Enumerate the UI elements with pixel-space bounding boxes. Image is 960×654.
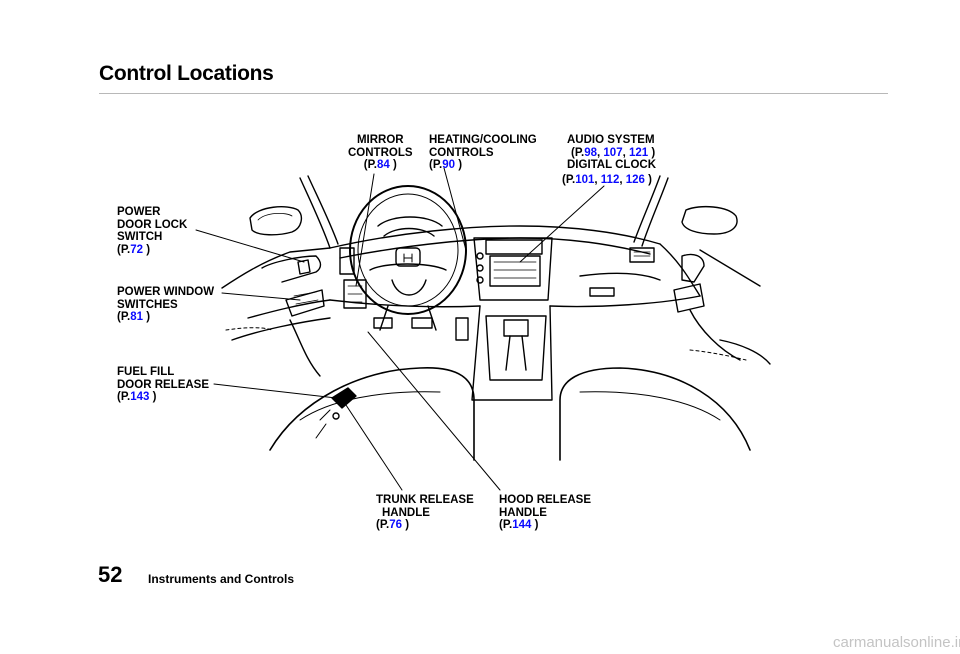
- label-trunk-release-handle: TRUNK RELEASE HANDLE (P.76 ): [376, 494, 474, 532]
- audio-line-1: AUDIO SYSTEM: [567, 134, 655, 146]
- heating-page-ref: (P.90 ): [429, 159, 463, 171]
- window-line-2: SWITCHES: [117, 298, 178, 311]
- fuel-line-1: FUEL FILL: [117, 366, 175, 378]
- page-link-144[interactable]: 144: [512, 519, 532, 531]
- page-link-143[interactable]: 143: [130, 391, 150, 403]
- heating-line-2: CONTROLS: [429, 146, 494, 159]
- watermark: carmanualsonline.info: [833, 634, 960, 651]
- heating-line-1: HEATING/COOLING: [429, 134, 537, 146]
- page-link-121[interactable]: 121: [628, 146, 649, 159]
- page-link-126[interactable]: 126: [625, 174, 645, 186]
- fuel-line-2: DOOR RELEASE: [117, 378, 210, 391]
- audio-page-ref: (P.98, 107, 121 ): [571, 146, 656, 159]
- label-power-window-switches: POWER WINDOW SWITCHES (P.81 ): [117, 286, 214, 324]
- door-lock-line-1: POWER: [117, 206, 161, 218]
- page-link-101[interactable]: 101: [575, 174, 595, 186]
- door-lock-line-2: DOOR LOCK: [117, 218, 188, 231]
- hood-line-1: HOOD RELEASE: [499, 494, 592, 506]
- window-line-1: POWER WINDOW: [117, 286, 215, 298]
- door-lock-line-3: SWITCH: [117, 231, 163, 243]
- page-link-76[interactable]: 76: [389, 519, 403, 531]
- label-heating-cooling-controls: HEATING/COOLING CONTROLS (P.90 ): [429, 134, 537, 172]
- page-link-81[interactable]: 81: [130, 311, 144, 323]
- title-rule: [99, 93, 888, 94]
- page-number: 52: [98, 562, 123, 587]
- page-link-107[interactable]: 107: [603, 146, 623, 159]
- clock-line-1: DIGITAL CLOCK: [567, 159, 657, 171]
- page-link-112[interactable]: 112: [600, 174, 620, 186]
- label-fuel-fill-door-release: FUEL FILL DOOR RELEASE (P.143 ): [117, 366, 209, 404]
- trunk-line-1: TRUNK RELEASE: [376, 494, 474, 506]
- page-link-72[interactable]: 72: [130, 243, 144, 256]
- page-title: Control Locations: [99, 62, 274, 85]
- page-link-84[interactable]: 84: [376, 159, 390, 171]
- mirror-page-ref: (P.84 ): [363, 159, 397, 171]
- label-power-door-lock-switch: POWER DOOR LOCK SWITCH (P.72 ): [117, 206, 187, 256]
- label-hood-release-handle: HOOD RELEASE HANDLE (P.144 ): [499, 494, 591, 532]
- mirror-line-2: CONTROLS: [348, 146, 413, 159]
- trunk-page-ref: (P.76 ): [376, 519, 410, 531]
- trunk-line-2: HANDLE: [382, 506, 430, 519]
- hood-line-2: HANDLE: [499, 506, 547, 519]
- hood-page-ref: (P.144 ): [499, 519, 539, 531]
- clock-page-ref: (P.101, 112, 126 ): [562, 174, 652, 186]
- label-digital-clock-pages: (P.101, 112, 126 ): [562, 174, 652, 187]
- page-link-98[interactable]: 98: [584, 146, 598, 159]
- mirror-line-1: MIRROR: [356, 134, 404, 146]
- label-mirror-controls: MIRROR CONTROLS (P.84 ): [348, 134, 413, 172]
- label-audio-system: AUDIO SYSTEM (P.98, 107, 121 ) DIGITAL C…: [567, 134, 656, 172]
- section-title: Instruments and Controls: [148, 572, 295, 586]
- page-link-90[interactable]: 90: [442, 159, 456, 171]
- door-lock-page-ref: (P.72 ): [117, 243, 151, 256]
- fuel-page-ref: (P.143 ): [117, 391, 157, 403]
- window-page-ref: (P.81 ): [117, 311, 151, 323]
